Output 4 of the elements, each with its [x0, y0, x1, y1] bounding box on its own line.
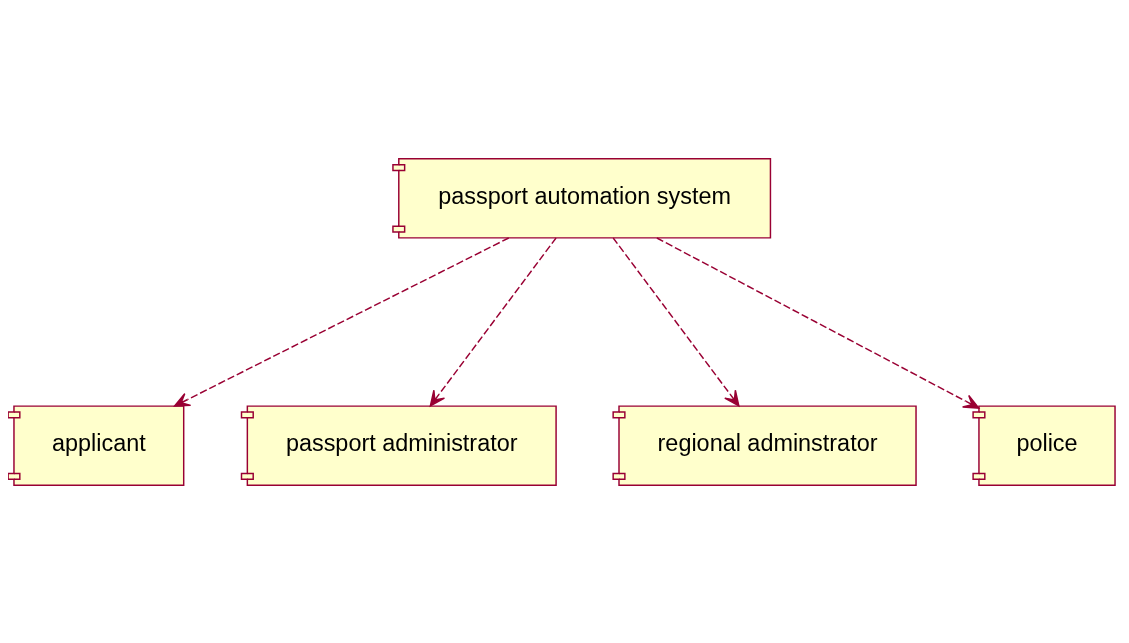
- arrow: [429, 236, 557, 407]
- arrow: [173, 236, 510, 407]
- arrow: [656, 236, 980, 409]
- arrow: [612, 236, 740, 407]
